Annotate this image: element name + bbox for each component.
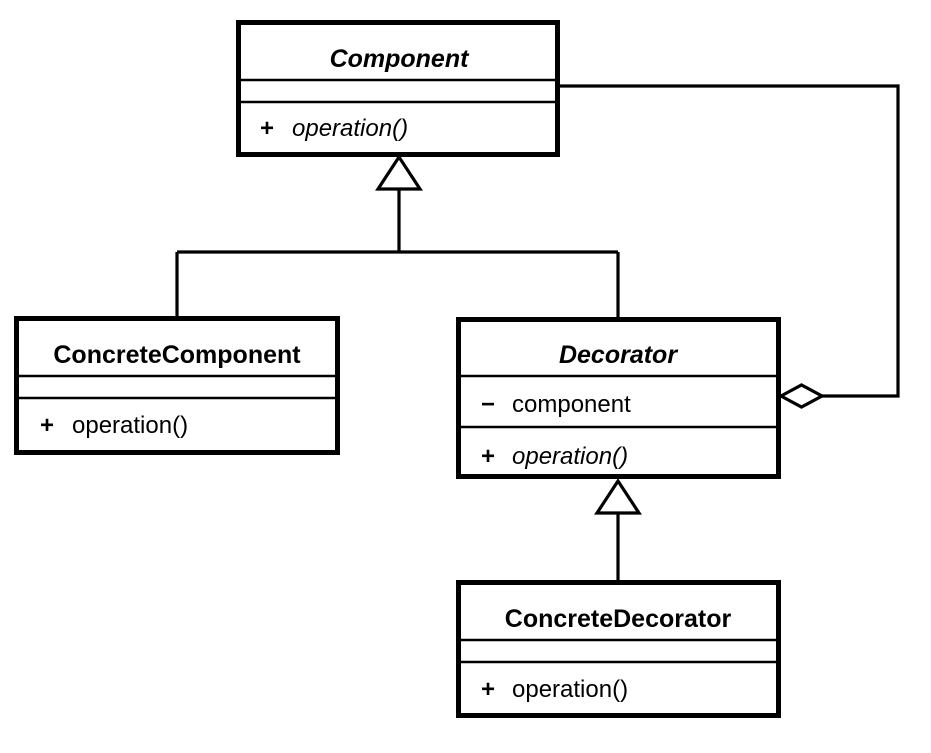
decorator-attribute-visibility: −	[481, 391, 495, 418]
component-operation-visibility: +	[260, 115, 274, 142]
decorator-class-name: Decorator	[559, 341, 678, 369]
concrete-component-operation-visibility: +	[40, 412, 54, 439]
concrete-component-frame	[14, 316, 340, 455]
decorator-frame	[456, 317, 781, 479]
class-box-decorator[interactable]: Decorator − component + operation()	[456, 317, 781, 479]
decorator-attribute-label: component	[512, 391, 631, 418]
concrete-decorator-operation-visibility: +	[481, 676, 495, 703]
generalization-triangle-icon-2	[594, 478, 642, 515]
concrete-component-operation-label: operation()	[72, 412, 188, 439]
aggregation-path	[560, 84, 900, 398]
aggregation-diamond-icon	[777, 383, 826, 409]
generalization-triangle-icon	[375, 154, 423, 191]
component-operation-label: operation()	[292, 115, 408, 142]
concrete-decorator-class-name: ConcreteDecorator	[505, 605, 732, 633]
component-frame	[236, 20, 560, 157]
decorator-operation-label: operation()	[512, 443, 628, 470]
concrete-decorator-operation-label: operation()	[512, 676, 628, 703]
relationship-generalization-subclasses-component[interactable]	[175, 154, 620, 317]
relationship-aggregation-decorator-component[interactable]	[560, 84, 900, 409]
component-class-name: Component	[330, 45, 471, 73]
concrete-decorator-frame	[456, 580, 781, 718]
concrete-component-class-name: ConcreteComponent	[53, 341, 301, 369]
class-box-concrete-decorator[interactable]: ConcreteDecorator + operation()	[456, 580, 781, 718]
decorator-operation-visibility: +	[481, 443, 495, 470]
class-box-concrete-component[interactable]: ConcreteComponent + operation()	[14, 316, 340, 455]
class-box-component[interactable]: Component + operation()	[236, 20, 560, 157]
relationship-generalization-concretedecorator-decorator[interactable]	[594, 478, 642, 580]
